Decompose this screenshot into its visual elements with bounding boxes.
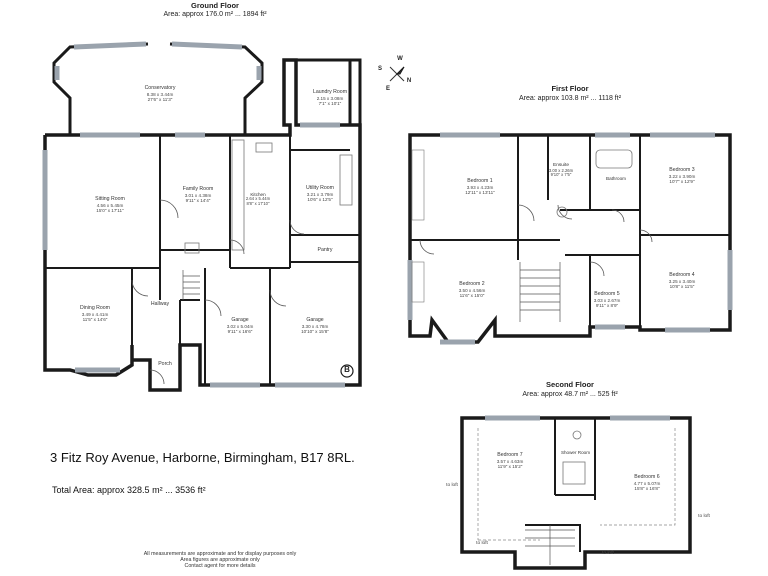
loft-label-left: to loft: [446, 483, 458, 488]
total-area: Total Area: approx 328.5 m² ... 3536 ft²: [52, 485, 206, 495]
room-garage-1: Garage 3.02 x 5.04m 9'11" x 16'6": [226, 317, 254, 335]
disclaimer-line-3: Contact agent for more details: [184, 563, 256, 570]
shower-basin: [572, 430, 582, 440]
property-address: 3 Fitz Roy Avenue, Harborne, Birmingham,…: [50, 450, 355, 465]
room-kitchen: Kitchen 2.64 x 5.44m 8'8" x 17'10": [245, 192, 271, 207]
second-floor-eaves: [477, 428, 676, 541]
ground-floor-stairs: [182, 270, 200, 300]
shower-tray: [562, 461, 586, 485]
ground-floor-area: Area: approx 176.0 m² ... 1894 ft²: [163, 11, 267, 18]
garage-badge: B: [344, 365, 350, 374]
room-laundry: Laundry Room 2.15 x 3.08m 7'1" x 10'1": [312, 89, 348, 107]
ground-floor-windows: [42, 122, 345, 388]
room-family: Family Room 3.01 x 4.38m 9'11" x 14'4": [182, 186, 214, 204]
bath-tub: [595, 149, 633, 169]
disclaimer: All measurements are approximate and for…: [110, 551, 330, 569]
first-floor-stairs: [519, 262, 561, 322]
room-ensuite: Ensuite 3.00 x 2.26m 9'10" x 7'5": [548, 163, 574, 178]
ensuite-basin: [556, 206, 568, 218]
room-garage-2: Garage 3.30 x 4.78m 10'10" x 15'8": [301, 317, 329, 335]
second-floor-stairs: [525, 525, 575, 565]
garage-badge-circle: [340, 364, 354, 378]
loft-label-right: to loft: [698, 514, 710, 519]
second-floor-outer-walls: [460, 416, 692, 570]
room-bedroom-2: Bedroom 2 3.50 x 4.56m 11'6" x 15'0": [458, 281, 486, 299]
ground-floor-doors: [131, 199, 305, 385]
first-floor-plan: [407, 132, 733, 345]
ground-floor-outer-walls: [43, 58, 362, 392]
compass-s: S: [377, 66, 382, 72]
room-bedroom-1: Bedroom 1 3.93 x 4.23m 12'11" x 13'11": [465, 178, 495, 196]
laundry-room-walls: [296, 58, 362, 125]
room-hallway: Hallway: [150, 301, 170, 307]
room-dining: Dining Room 3.49 x 4.41m 11'5" x 14'6": [80, 305, 110, 323]
room-bedroom-5: Bedroom 5 3.03 x 2.67m 9'11" x 8'9": [593, 291, 621, 309]
room-conservatory: Conservatory 8.38 x 3.44m 27'6" x 11'3": [144, 85, 176, 103]
disclaimer-line-2: Area figures are approximate only: [180, 557, 260, 564]
second-floor-plan: [460, 415, 692, 570]
room-utility: Utility Room 3.21 x 3.79m 10'6" x 12'5": [306, 185, 334, 203]
wardrobe-bedroom1: [411, 149, 425, 221]
disclaimer-line-1: All measurements are approximate and for…: [143, 551, 297, 557]
first-floor-doors: [419, 204, 653, 277]
ground-floor-interior-walls: [45, 135, 360, 385]
wc-basin: [184, 242, 200, 254]
room-shower: Shower Room: [560, 450, 591, 455]
second-floor-interior-walls: [525, 418, 596, 552]
conservatory-windows: [54, 41, 262, 80]
room-bedroom-6: Bedroom 6 4.77 x 5.07m 15'8" x 16'8": [633, 474, 661, 492]
wardrobe-bedroom2: [411, 261, 425, 303]
second-floor-title: Second Floor: [546, 380, 594, 389]
room-bedroom-4: Bedroom 4 3.25 x 3.40m 10'8" x 11'5": [668, 272, 696, 290]
first-floor-title: First Floor: [551, 84, 589, 93]
compass-e: E: [385, 86, 390, 92]
kitchen-worktop: [231, 139, 245, 251]
room-bathroom: Bathroom: [606, 176, 626, 181]
ground-floor-title: Ground Floor: [191, 1, 239, 10]
room-pantry: Pantry: [317, 247, 333, 253]
compass-n: N: [406, 78, 412, 84]
loft-label-bottom-right: to loft: [602, 551, 614, 556]
compass-needle: [395, 66, 405, 75]
room-bedroom-3: Bedroom 3 3.22 x 3.90m 10'7" x 12'9": [668, 167, 696, 185]
first-floor-windows: [407, 132, 733, 345]
loft-label-bottom-left: to loft: [476, 541, 488, 546]
room-bedroom-7: Bedroom 7 3.57 x 4.63m 11'9" x 15'2": [496, 452, 524, 470]
utility-worktop: [339, 154, 353, 206]
compass-w: W: [397, 56, 403, 62]
first-floor-interior-walls: [410, 135, 730, 330]
room-porch: Porch: [158, 361, 172, 367]
compass-rose: [389, 66, 405, 82]
room-sitting: Sitting Room 4.56 x 5.45m 15'0" x 17'11": [95, 196, 125, 214]
second-floor-area: Area: approx 48.7 m² ... 525 ft²: [522, 391, 618, 398]
kitchen-sink: [255, 142, 273, 153]
ground-floor-plan: [42, 41, 362, 392]
first-floor-area: Area: approx 103.8 m² ... 1118 ft²: [518, 95, 622, 102]
